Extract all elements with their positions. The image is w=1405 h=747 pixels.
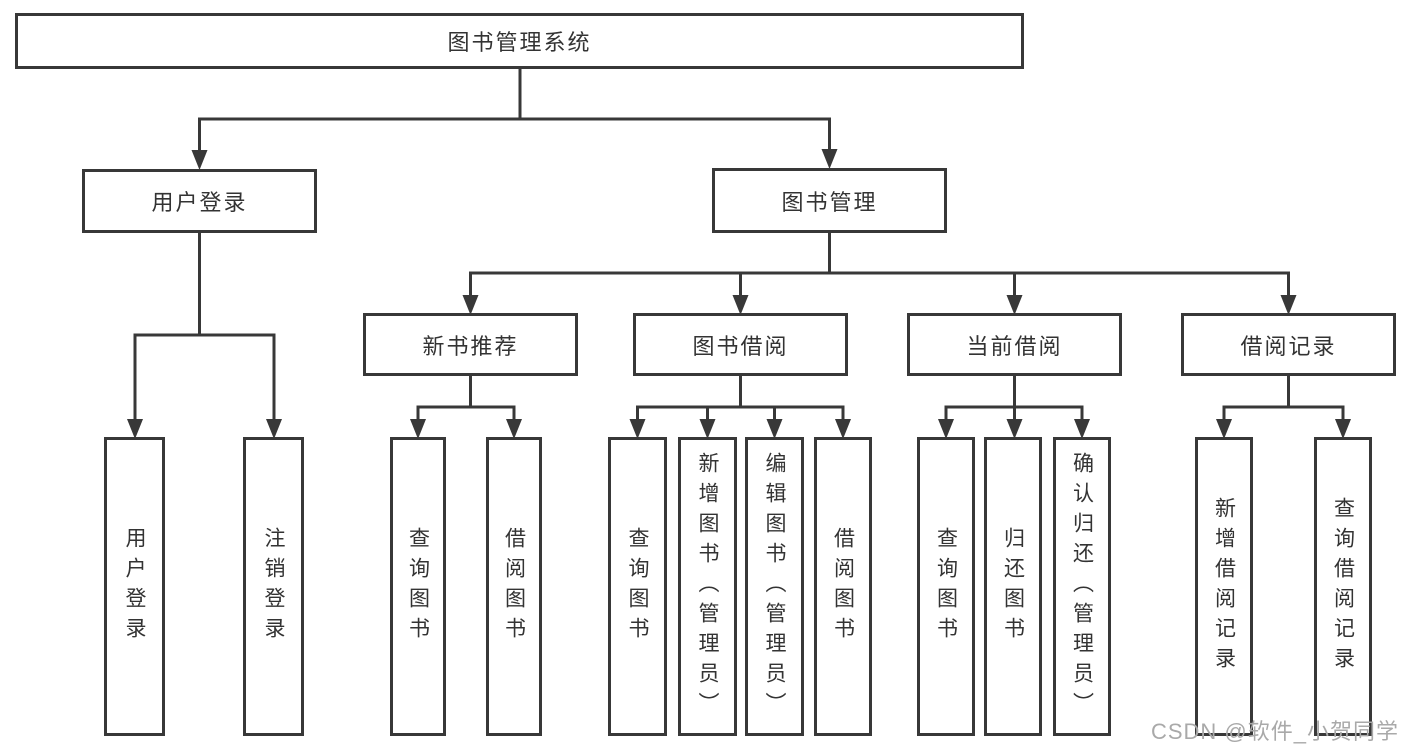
leaf-confirm-return-admin-label: 确认归还（管理员） [1070, 451, 1094, 722]
leaf-recommend-query-books-label: 查询图书 [406, 526, 430, 647]
node-root: 图书管理系统 [15, 13, 1024, 69]
edge-book-management [469, 233, 1290, 297]
leaf-add-borrow-record: 新增借阅记录 [1195, 437, 1253, 736]
leaf-add-books-admin-label: 新增图书（管理员） [696, 451, 719, 722]
leaf-logout-label: 注销登录 [262, 526, 285, 647]
node-new-book-recommend-label: 新书推荐 [422, 333, 519, 359]
leaf-recommend-query-books: 查询图书 [390, 437, 446, 736]
leaf-current-query-books: 查询图书 [917, 437, 975, 736]
leaf-user-login: 用户登录 [104, 437, 165, 736]
node-new-book-recommend: 新书推荐 [363, 313, 578, 376]
leaf-logout: 注销登录 [243, 437, 304, 736]
node-borrow-record-label: 借阅记录 [1240, 333, 1337, 359]
node-current-borrow-label: 当前借阅 [966, 333, 1063, 359]
leaf-confirm-return-admin: 确认归还（管理员） [1053, 437, 1111, 736]
node-book-borrow-label: 图书借阅 [692, 333, 789, 359]
node-root-label: 图书管理系统 [447, 30, 592, 55]
leaf-borrow-books: 借阅图书 [814, 437, 872, 736]
edge-root [198, 69, 831, 152]
edge-user-login [133, 233, 276, 420]
node-book-management-label: 图书管理 [781, 189, 878, 215]
node-book-borrow: 图书借阅 [633, 313, 848, 376]
leaf-return-books: 归还图书 [984, 437, 1042, 736]
node-current-borrow: 当前借阅 [907, 313, 1122, 376]
leaf-edit-books-admin: 编辑图书（管理员） [745, 437, 804, 736]
node-borrow-record: 借阅记录 [1181, 313, 1396, 376]
edge-current-borrow [944, 376, 1084, 420]
watermark: CSDN @软件_小贺同学 [1150, 719, 1399, 744]
edge-borrow-record [1222, 376, 1345, 420]
leaf-return-books-label: 归还图书 [1001, 526, 1025, 647]
leaf-add-books-admin: 新增图书（管理员） [678, 437, 737, 736]
leaf-borrow-query-books-label: 查询图书 [626, 526, 649, 647]
node-user-login-label: 用户登录 [151, 190, 248, 215]
leaf-recommend-borrow-books: 借阅图书 [486, 437, 542, 736]
leaf-borrow-query-books: 查询图书 [608, 437, 667, 736]
node-user-login: 用户登录 [82, 169, 317, 233]
edge-book-borrow [636, 376, 845, 420]
leaf-query-borrow-record-label: 查询借阅记录 [1331, 496, 1355, 677]
leaf-query-borrow-record: 查询借阅记录 [1314, 437, 1372, 736]
leaf-current-query-books-label: 查询图书 [934, 526, 958, 647]
node-book-management: 图书管理 [712, 168, 947, 233]
leaf-recommend-borrow-books-label: 借阅图书 [502, 526, 526, 647]
edge-new-book-recommend [416, 376, 516, 420]
leaf-borrow-books-label: 借阅图书 [831, 526, 855, 647]
leaf-add-borrow-record-label: 新增借阅记录 [1212, 496, 1236, 677]
leaf-user-login-label: 用户登录 [123, 526, 146, 647]
leaf-edit-books-admin-label: 编辑图书（管理员） [763, 451, 786, 722]
